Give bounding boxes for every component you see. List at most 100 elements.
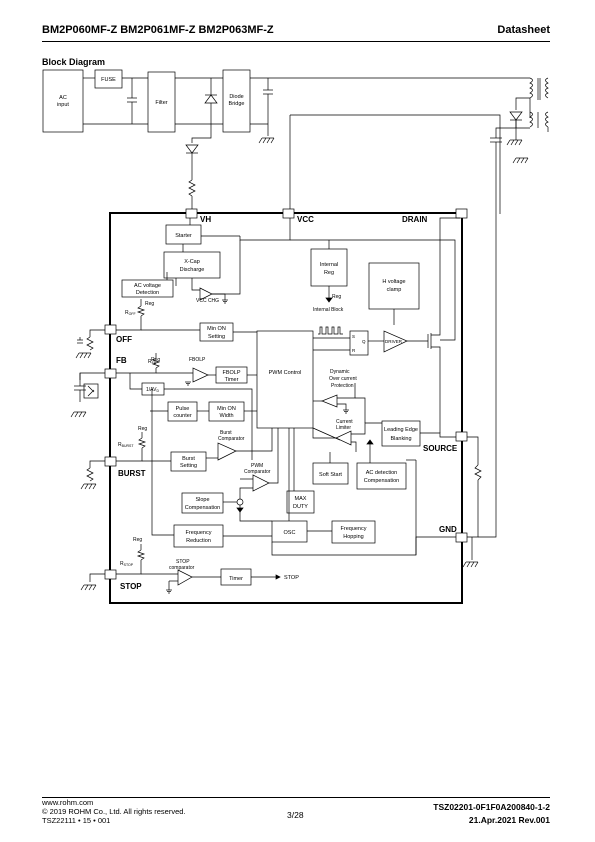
- footer-page-number: 3/28: [287, 810, 304, 820]
- ac-voltage-label-1: AC voltage: [134, 283, 161, 289]
- diode-icon-2: [185, 144, 199, 154]
- leading-edge-blanking-block: [381, 420, 421, 447]
- fbolp-timer-label-1: FBOLP: [222, 370, 240, 376]
- diode-bridge-label-2: Bridge: [229, 101, 245, 107]
- fuse-box: [94, 69, 123, 89]
- freq-hopping-label-1: Frequency: [341, 526, 367, 532]
- pin-label-source: SOURCE: [423, 444, 458, 453]
- pulse-counter-block: [167, 401, 198, 422]
- xcap-block: [163, 251, 221, 279]
- burst-comparator-label-1: Burst: [220, 430, 232, 436]
- ac-detection-label-1: AC detection: [366, 470, 398, 476]
- vh-resistor: [188, 179, 196, 197]
- soft-start-block: [312, 462, 349, 485]
- section-title: Block Diagram: [42, 57, 106, 67]
- optocoupler-icon: [83, 383, 99, 399]
- ground-icon-stop: [80, 584, 97, 591]
- pin-label-vcc: VCC: [297, 215, 314, 224]
- pulse-counter-label-2: counter: [173, 413, 192, 419]
- pwm-control-label: PWM Control: [269, 370, 302, 376]
- ac-detection-compensation-block: [356, 462, 407, 490]
- r-fb-label: R: [148, 359, 152, 365]
- slope-comp-label-1: Slope: [195, 497, 209, 503]
- ac-input-label-1: AC: [59, 95, 67, 101]
- footer-doc-number: TSZ02201-0F1F0A200840-1-2: [433, 802, 550, 812]
- driver-label: DRIVER: [385, 339, 403, 344]
- pulse-counter-label-1: Pulse: [176, 406, 190, 412]
- ic-boundary: [109, 212, 463, 604]
- pin-source: [455, 431, 468, 442]
- footer-website[interactable]: www.rohm.com: [42, 798, 94, 807]
- svg-text:RBURST: RBURST: [118, 442, 134, 448]
- driver-block: [383, 330, 408, 353]
- min-on-setting-label-2: Setting: [208, 334, 225, 340]
- dynamic-ocp-comparator: [321, 394, 338, 408]
- ac-input-label-2: input: [57, 102, 69, 108]
- sense-resistor: [474, 464, 482, 481]
- r-stop-label: R: [120, 561, 124, 567]
- internal-reg-label-2: Reg: [324, 270, 334, 276]
- diode-icon-1: [204, 94, 218, 104]
- ground-icon-off: [75, 352, 92, 359]
- svg-text:RFB: RFB: [148, 359, 157, 365]
- sr-s-label: S: [352, 334, 355, 339]
- pin-burst: [104, 456, 117, 467]
- svg-text:1/AVD: 1/AVD: [146, 387, 159, 393]
- frequency-hopping-block: [331, 520, 376, 544]
- timer-label: Timer: [229, 576, 243, 582]
- svg-text:ROFF: ROFF: [125, 310, 136, 316]
- fbolp-timer-label-2: Timer: [225, 377, 239, 383]
- filter-box: [147, 71, 176, 133]
- leading-edge-label-2: Blanking: [390, 436, 411, 442]
- h-voltage-clamp-label-2: clamp: [387, 287, 402, 293]
- reg-label-burst: Reg: [138, 426, 147, 432]
- reg-label-off: Reg: [145, 301, 154, 307]
- reg-label-fb: Reg: [151, 357, 160, 363]
- min-on-width-label-2: Width: [219, 413, 233, 419]
- pin-gnd: [455, 532, 468, 543]
- header-rule: [42, 41, 550, 42]
- osc-label: OSC: [284, 530, 296, 536]
- diode-icon-3: [509, 111, 523, 121]
- max-duty-label-1: MAX: [295, 496, 307, 502]
- burst-comparator-label-2: Comparator: [218, 436, 245, 442]
- h-voltage-clamp-block: [368, 262, 420, 310]
- vcc-chg-comparator: [199, 287, 213, 301]
- max-duty-block: [286, 490, 315, 514]
- stop-comparator-label-1: STOP: [176, 559, 190, 565]
- footer-copyright: © 2019 ROHM Co., Ltd. All rights reserve…: [42, 807, 186, 816]
- dynamic-ocp-label-3: Protection: [331, 383, 354, 389]
- slope-compensation-block: [181, 492, 224, 514]
- starter-label: Starter: [175, 233, 192, 239]
- osc-block: [271, 520, 308, 543]
- slope-comp-label-2: Compensation: [185, 505, 220, 511]
- ground-icon-fb: [70, 411, 87, 418]
- fuse-label: FUSE: [101, 77, 116, 83]
- freq-reduction-label-2: Reduction: [186, 538, 211, 544]
- aux-winding-icon: [529, 111, 533, 128]
- one-over-av-label: 1/AV: [146, 387, 157, 393]
- pwm-comparator: [252, 474, 270, 492]
- stop-comparator: [177, 569, 193, 586]
- pin-label-drain: DRAIN: [402, 215, 428, 224]
- current-limiter-label-2: Limiter: [336, 425, 351, 431]
- fbolp-label: FBOLP: [189, 357, 206, 363]
- r-stop-sub: STOP: [124, 563, 134, 567]
- footer-rule: [42, 797, 550, 798]
- r-off-label: R: [125, 310, 129, 316]
- part-numbers: BM2P060MF-Z BM2P061MF-Z BM2P063MF-Z: [42, 24, 274, 36]
- dynamic-ocp-label-1: Dynamic: [330, 369, 350, 375]
- pin-drain: [455, 208, 468, 219]
- soft-start-label: Soft Start: [319, 472, 342, 478]
- internal-reg-label-1: Internal: [320, 262, 338, 268]
- ground-icon-tr: [512, 157, 529, 164]
- r-burst-label: R: [118, 442, 122, 448]
- ac-detection-label-2: Compensation: [364, 478, 399, 484]
- pin-label-stop: STOP: [120, 582, 142, 591]
- r-off-sub: OFF: [129, 312, 136, 316]
- pin-label-gnd: GND: [439, 525, 457, 534]
- internal-block-label: Internal Block: [313, 307, 344, 313]
- burst-setting-block: [170, 451, 207, 472]
- leading-edge-label-1: Leading Edge: [384, 427, 418, 433]
- ground-icon-burst: [80, 483, 97, 490]
